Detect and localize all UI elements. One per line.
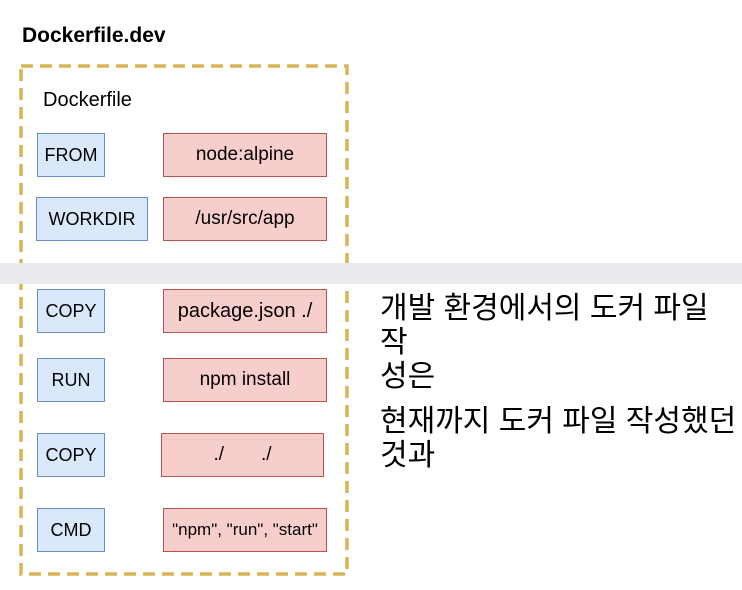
dockerfile-row-copy-package: COPY package.json ./ — [0, 289, 742, 333]
argument-label: "npm", "run", "start" — [172, 520, 318, 539]
dashed-border-icon — [19, 64, 349, 576]
annotation-text: 개발 환경에서의 도커 파일 작 성은 현재까지 도커 파일 작성했던 것과 — [380, 292, 738, 484]
command-label: COPY — [45, 300, 97, 321]
dockerfile-row-from: FROM node:alpine — [0, 133, 742, 177]
command-label: COPY — [45, 444, 97, 465]
argument-label: package.json ./ — [177, 299, 313, 322]
argument-label: ./ ./ — [213, 444, 272, 465]
command-box-run: RUN — [37, 358, 105, 402]
command-label: WORKDIR — [48, 208, 136, 229]
argument-box-run: npm install — [163, 358, 327, 402]
argument-box-from: node:alpine — [163, 133, 327, 177]
annotation-paragraph-2: 현재까지 도커 파일 작성했던 것과 — [380, 405, 737, 472]
page-title: Dockerfile.dev — [22, 24, 166, 47]
argument-label: npm install — [199, 369, 291, 390]
dockerfile-dashed-container — [19, 64, 350, 577]
argument-box-workdir: /usr/src/app — [163, 197, 327, 241]
command-box-copy-package: COPY — [37, 289, 105, 333]
command-box-copy-all: COPY — [37, 433, 105, 477]
dockerfile-row-copy-all: COPY ./ ./ — [0, 433, 742, 477]
argument-label: /usr/src/app — [195, 208, 295, 229]
argument-label: node:alpine — [195, 144, 295, 165]
argument-box-copy-all: ./ ./ — [161, 433, 324, 477]
dockerfile-row-cmd: CMD "npm", "run", "start" — [0, 508, 742, 552]
command-box-workdir: WORKDIR — [36, 197, 148, 241]
argument-box-cmd: "npm", "run", "start" — [163, 508, 327, 552]
command-label: FROM — [44, 144, 98, 165]
command-box-from: FROM — [37, 133, 105, 177]
dockerfile-row-workdir: WORKDIR /usr/src/app — [0, 197, 742, 241]
command-label: RUN — [51, 369, 91, 390]
command-label: CMD — [50, 519, 92, 540]
argument-box-copy-package: package.json ./ — [163, 289, 327, 333]
dockerfile-label: Dockerfile — [43, 89, 132, 111]
dockerfile-row-run: RUN npm install — [0, 358, 742, 402]
section-separator — [0, 263, 742, 284]
command-box-cmd: CMD — [37, 508, 105, 552]
annotation-paragraph-1: 개발 환경에서의 도커 파일 작 성은 — [380, 292, 709, 393]
